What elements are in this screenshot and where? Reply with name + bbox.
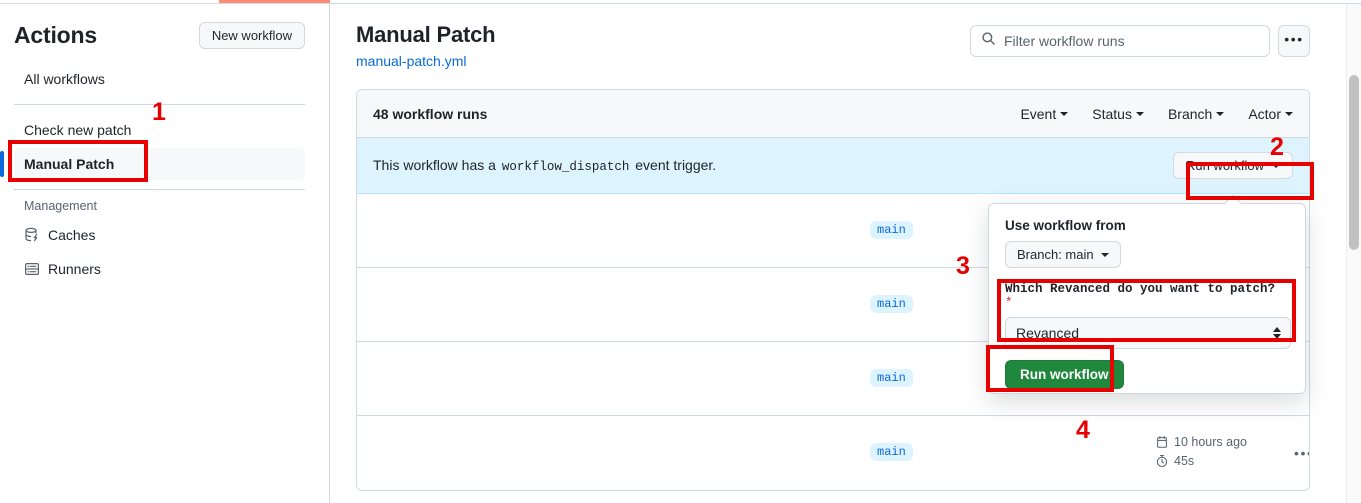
branch-badge[interactable]: main — [870, 295, 913, 313]
required-marker: * — [1005, 296, 1013, 310]
run-timestamp: 10 hours ago — [1155, 435, 1247, 449]
runs-filter-group: Event Status Branch Actor — [1020, 106, 1293, 122]
revanced-select[interactable]: Revanced — [1005, 317, 1291, 349]
branch-badge[interactable]: main — [870, 369, 913, 387]
dispatch-text-after: event trigger. — [635, 157, 717, 173]
sidebar-item-label: Caches — [48, 227, 96, 243]
workflow-runs-count: 48 workflow runs — [373, 105, 488, 122]
page-heading-group: Manual Patch manual-patch.yml — [356, 22, 496, 69]
page-title: Manual Patch — [356, 22, 496, 47]
branch-selector-label: Branch: main — [1017, 247, 1094, 262]
stopwatch-icon — [1156, 454, 1168, 468]
table-row[interactable]: main 10 hours ago — [357, 416, 1309, 490]
filter-actor-label: Actor — [1248, 105, 1281, 122]
filter-event[interactable]: Event — [1020, 105, 1069, 122]
chevron-down-icon — [1135, 111, 1144, 116]
run-workflow-dropdown-label: Run workflow — [1185, 158, 1264, 173]
sidebar-item-check-new-patch[interactable]: Check new patch — [14, 114, 305, 146]
sidebar-item-all-workflows[interactable]: All workflows — [14, 63, 305, 95]
cache-icon — [24, 227, 40, 243]
dispatch-banner-text: This workflow has a workflow_dispatch ev… — [373, 157, 716, 174]
main-content: Manual Patch manual-patch.yml ••• — [331, 4, 1340, 503]
chevron-down-icon — [1100, 252, 1109, 257]
filter-branch-label: Branch — [1167, 105, 1213, 122]
header-divider-right — [330, 3, 1361, 4]
page-load-progress-bar — [219, 0, 330, 3]
main-header: Manual Patch manual-patch.yml ••• — [331, 4, 1340, 69]
sidebar-item-label: All workflows — [24, 71, 105, 87]
chevron-down-icon — [1216, 111, 1225, 116]
popover-body: Use workflow from Branch: main Which Rev… — [989, 204, 1305, 389]
run-duration-label: 45s — [1174, 454, 1195, 468]
chevron-down-icon — [1272, 163, 1280, 168]
sidebar-item-label: Manual Patch — [24, 156, 115, 172]
workflow-dispatch-banner: This workflow has a workflow_dispatch ev… — [357, 138, 1309, 194]
run-meta: 10 hours ago 45s — [1155, 435, 1247, 468]
runs-card-header: 48 workflow runs Event Status Branch — [357, 90, 1309, 138]
sidebar-divider — [14, 189, 305, 190]
sidebar-item-label: Runners — [48, 261, 101, 277]
new-workflow-button[interactable]: New workflow — [198, 22, 305, 49]
run-duration: 45s — [1155, 454, 1247, 468]
filter-status[interactable]: Status — [1092, 106, 1144, 122]
search-input[interactable] — [1004, 33, 1259, 49]
workflow-file-link[interactable]: manual-patch.yml — [356, 53, 467, 69]
sidebar-item-manual-patch[interactable]: Manual Patch — [0, 148, 305, 180]
filter-event-label: Event — [1020, 105, 1057, 122]
chevron-down-icon — [1060, 111, 1069, 116]
actions-sidebar: Actions New workflow All workflows Check… — [0, 4, 330, 503]
filter-actor[interactable]: Actor — [1248, 106, 1293, 122]
server-icon — [24, 261, 40, 277]
branch-selector-button[interactable]: Branch: main — [1005, 241, 1121, 268]
sidebar-group-management: Management — [24, 199, 97, 213]
run-workflow-dropdown-button[interactable]: Run workflow — [1172, 152, 1293, 179]
sidebar-title: Actions — [14, 22, 97, 48]
select-arrows-icon — [1273, 327, 1281, 339]
page-scrollbar-thumb[interactable] — [1349, 75, 1359, 250]
branch-badge[interactable]: main — [870, 443, 913, 461]
dispatch-text-before: This workflow has a — [373, 157, 496, 173]
sidebar-item-caches[interactable]: Caches — [14, 219, 305, 251]
run-workflow-submit-button[interactable]: Run workflow — [1005, 360, 1124, 389]
dispatch-event-code: workflow_dispatch — [501, 160, 630, 174]
calendar-icon — [1157, 436, 1167, 448]
run-timestamp-label: 10 hours ago — [1174, 435, 1247, 449]
sidebar-item-label: Check new patch — [24, 122, 132, 138]
filter-workflow-runs-box[interactable] — [970, 25, 1270, 57]
revanced-select-value: Revanced — [1016, 325, 1080, 341]
search-icon — [981, 31, 996, 51]
sidebar-item-runners[interactable]: Runners — [14, 253, 305, 285]
run-workflow-popover: Use workflow from Branch: main Which Rev… — [988, 194, 1306, 394]
row-more-options-button[interactable]: ••• — [1294, 445, 1309, 461]
chevron-down-icon — [1285, 111, 1293, 116]
sidebar-divider — [14, 104, 305, 105]
use-workflow-from-label: Use workflow from — [1005, 218, 1126, 233]
sidebar-header: Actions New workflow — [0, 4, 329, 49]
header-actions: ••• — [970, 25, 1310, 57]
more-options-button[interactable]: ••• — [1278, 25, 1310, 57]
workflow-nav-list: All workflows Check new patch Manual Pat… — [0, 63, 329, 285]
filter-branch[interactable]: Branch — [1167, 105, 1225, 122]
filter-status-label: Status — [1092, 105, 1132, 122]
workflow-input-label: Which Revanced do you want to patch? * — [1005, 282, 1289, 310]
workflow-input-label-text: Which Revanced do you want to patch? — [1005, 282, 1276, 296]
branch-badge[interactable]: main — [870, 221, 913, 239]
